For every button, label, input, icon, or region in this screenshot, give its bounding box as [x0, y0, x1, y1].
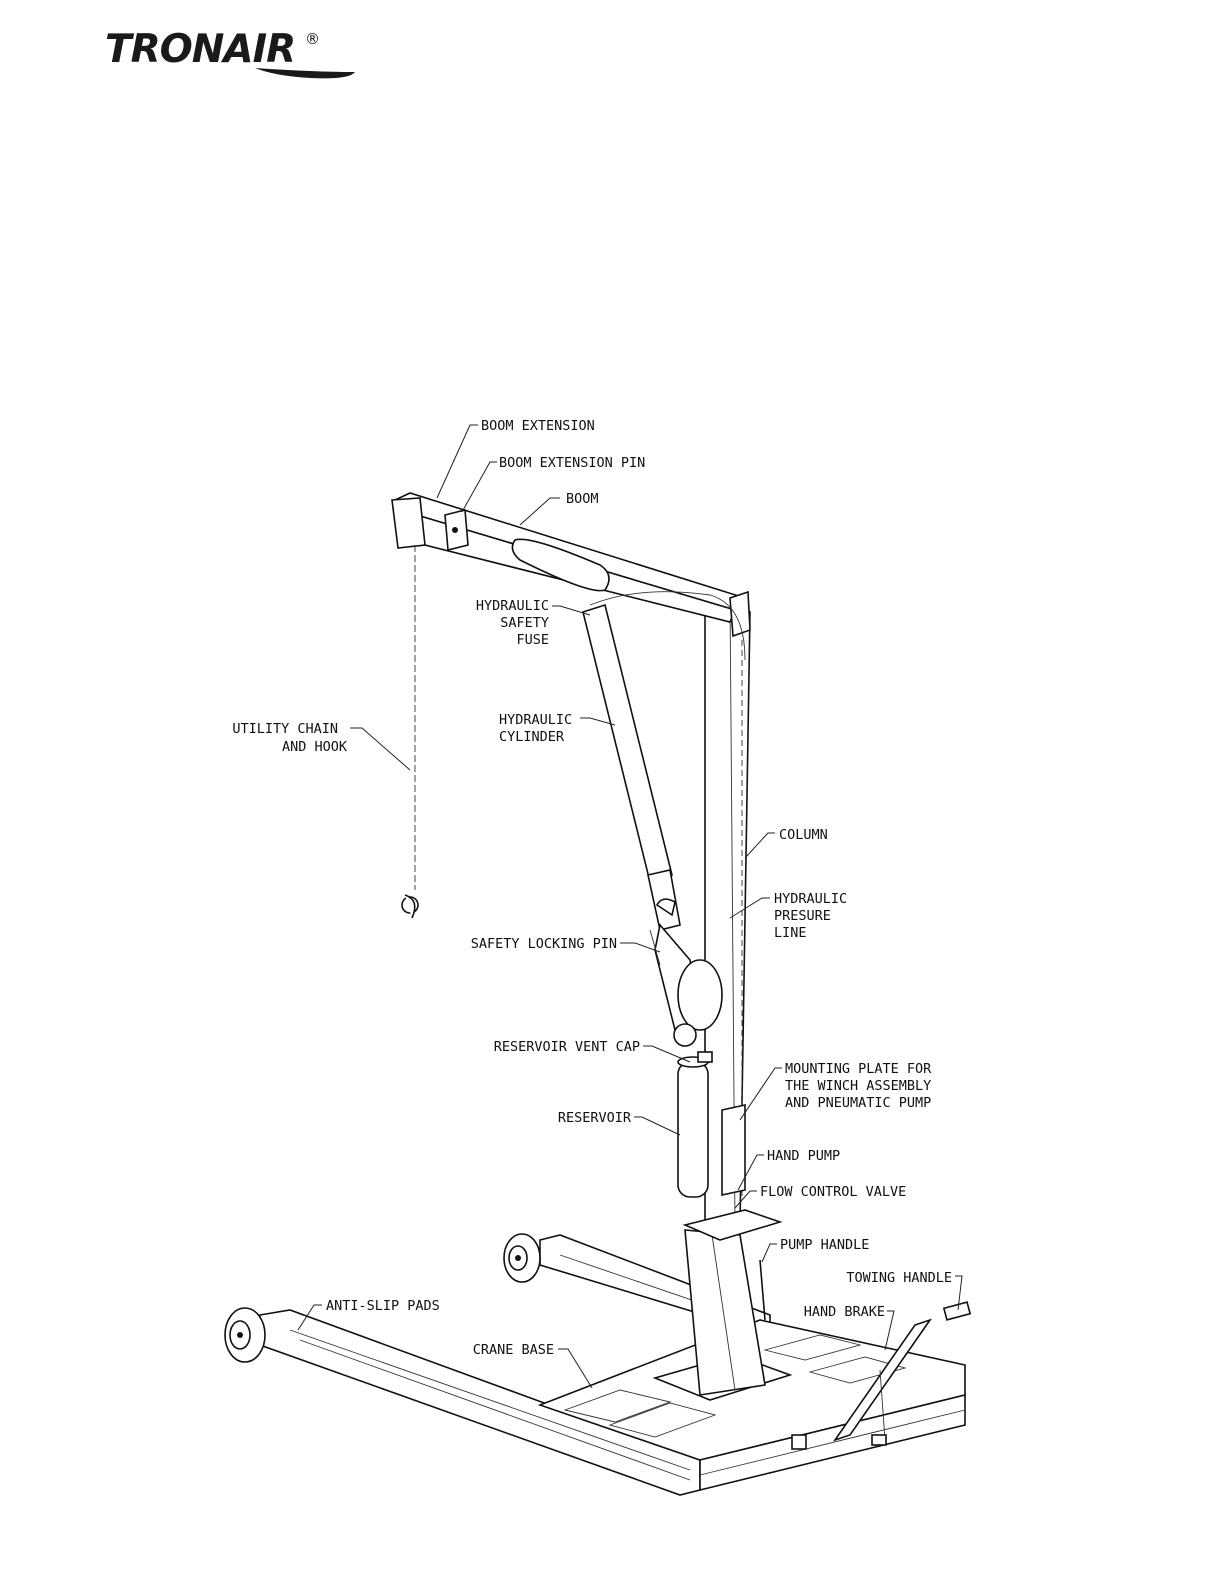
label-hydraulic-cylinder-2: CYLINDER [499, 729, 565, 745]
logo-text: TRONAIR [105, 27, 296, 72]
label-hydraulic-safety-fuse-2: SAFETY [500, 615, 549, 631]
utility-chain-drawing [401, 545, 419, 919]
label-hydraulic-cylinder-1: HYDRAULIC [499, 712, 572, 728]
column-drawing [682, 599, 783, 1396]
label-reservoir-vent-cap: RESERVOIR VENT CAP [494, 1039, 640, 1055]
label-hydraulic-pressure-line-2: PRESURE [774, 908, 831, 924]
logo-registered-mark: ® [305, 30, 320, 48]
label-hydraulic-safety-fuse-3: FUSE [516, 632, 549, 648]
label-mounting-plate-3: AND PNEUMATIC PUMP [785, 1095, 931, 1111]
label-boom: BOOM [566, 491, 599, 507]
tronair-logo: TRONAIR ® [105, 28, 365, 88]
label-utility-chain-2: AND HOOK [282, 739, 348, 755]
label-safety-locking-pin: SAFETY LOCKING PIN [471, 936, 617, 952]
label-hand-pump: HAND PUMP [767, 1148, 840, 1164]
towing-handle-drawing [791, 1301, 972, 1450]
label-hydraulic-pressure-line-1: HYDRAULIC [774, 891, 847, 907]
label-boom-extension-pin: BOOM EXTENSION PIN [499, 455, 645, 471]
label-anti-slip-pads: ANTI-SLIP PADS [326, 1298, 440, 1314]
label-reservoir: RESERVOIR [558, 1110, 632, 1126]
label-flow-control-valve: FLOW CONTROL VALVE [760, 1184, 906, 1200]
logo-swoosh-icon [255, 68, 355, 79]
label-mounting-plate-2: THE WINCH ASSEMBLY [785, 1078, 931, 1094]
wheels-drawing [224, 1233, 541, 1363]
pump-handle-drawing [759, 1259, 766, 1321]
label-pump-handle: PUMP HANDLE [780, 1237, 869, 1253]
label-mounting-plate-1: MOUNTING PLATE FOR [785, 1061, 932, 1077]
label-utility-chain-1: UTILITY CHAIN [232, 721, 338, 737]
boom-drawing [391, 492, 751, 661]
label-hydraulic-pressure-line-3: LINE [774, 925, 807, 941]
label-hydraulic-safety-fuse-1: HYDRAULIC [476, 598, 549, 614]
label-towing-handle: TOWING HANDLE [846, 1270, 952, 1286]
label-crane-base: CRANE BASE [473, 1342, 554, 1358]
reservoir-drawing [677, 1051, 713, 1198]
label-hand-brake: HAND BRAKE [804, 1304, 885, 1320]
label-column: COLUMN [779, 827, 828, 843]
label-boom-extension: BOOM EXTENSION [481, 418, 595, 434]
hydraulic-cylinder-drawing [582, 603, 723, 1047]
leader-lines [297, 424, 963, 1389]
